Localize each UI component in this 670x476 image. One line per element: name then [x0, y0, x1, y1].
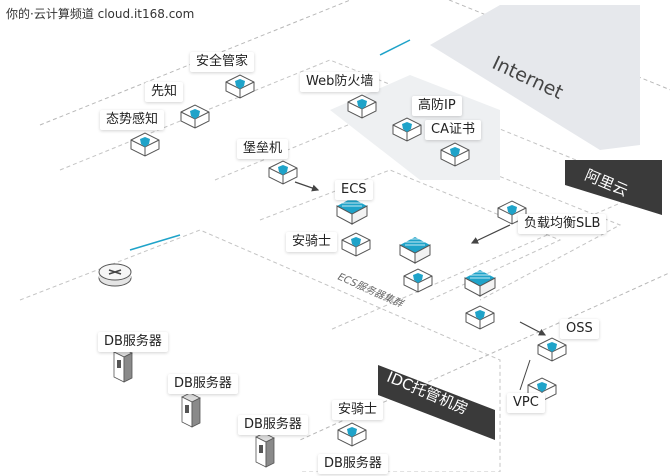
anqishi-cloud-label: 安骑士: [286, 232, 338, 252]
shield-icon: [347, 427, 357, 437]
shield-icon: [357, 99, 367, 109]
anqishi-idc-node: [337, 422, 367, 447]
db-server-2-label: DB服务器: [168, 374, 238, 394]
ecs-cluster-zone: [259, 169, 562, 301]
accent-line-1: [129, 234, 181, 251]
situation-awareness-label: 态势感知: [100, 110, 165, 130]
ecs-cluster-server-2: [464, 270, 496, 297]
shield-icon: [547, 342, 557, 352]
ca-cert-node: [440, 142, 470, 167]
anqishi-cloud-node: [341, 232, 371, 257]
shield-icon: [450, 147, 460, 157]
oss-vpc-line: [519, 359, 531, 391]
db-server-3-node: [255, 432, 275, 468]
ecs-node: [336, 198, 368, 225]
shield-icon: [190, 109, 200, 119]
db-server-1-label: DB服务器: [98, 332, 168, 352]
anqishi-idc-label: 安骑士: [332, 400, 384, 420]
db-server-icon: [259, 445, 263, 453]
anti-ddos-ip-label: 高防IP: [412, 96, 462, 116]
shield-icon: [351, 237, 361, 247]
shield-icon: [507, 205, 517, 215]
xianzhi-label: 先知: [145, 82, 184, 102]
oss-label: OSS: [560, 319, 599, 339]
shield-icon: [402, 122, 412, 132]
db-server-1-node: [113, 347, 133, 383]
vpc-label: VPC: [507, 393, 545, 413]
ecs-cluster-shield-1: [403, 268, 433, 293]
shield-icon: [413, 273, 423, 283]
watermark-text: 你的·云计算频道 cloud.it168.com: [6, 7, 195, 21]
ca-cert-label: CA证书: [425, 120, 481, 140]
ecs-cluster-server-1: [399, 237, 431, 264]
internet-panel: [430, 5, 640, 150]
ecs-cluster-shield-2: [465, 305, 495, 330]
db-server-icon: [117, 360, 121, 368]
oss-node: [537, 337, 567, 362]
security-manager-node: [225, 74, 255, 99]
slb-arrow: [470, 224, 511, 244]
shield-icon: [235, 79, 245, 89]
db-server-4-label: DB服务器: [318, 454, 388, 474]
db-server-3-label: DB服务器: [238, 415, 308, 435]
router-icon: [108, 269, 122, 275]
xianzhi-node: [180, 104, 210, 129]
shield-icon: [475, 310, 485, 320]
anti-ddos-ip-node: [392, 117, 422, 142]
idc-router-node: [98, 263, 132, 287]
aliyun-band: [565, 160, 662, 215]
bastion-ecs-arrow: [294, 181, 320, 192]
idc-band: [378, 365, 495, 440]
waf-node: [347, 94, 377, 119]
ecs-label: ECS: [335, 180, 373, 200]
shield-icon: [278, 165, 288, 175]
waf-label: Web防火墙: [300, 72, 380, 92]
cluster-oss-arrow: [519, 321, 547, 336]
bastion-label: 堡垒机: [237, 139, 289, 159]
db-server-icon: [185, 405, 189, 413]
situation-awareness-node: [130, 132, 160, 157]
security-manager-label: 安全管家: [190, 52, 255, 72]
accent-line-2: [379, 39, 411, 56]
idc-zone: [19, 229, 501, 473]
slb-label: 负载均衡SLB: [518, 214, 607, 234]
db-server-2-node: [181, 392, 201, 428]
shield-icon: [140, 137, 150, 147]
shield-icon: [537, 382, 547, 392]
bastion-node: [268, 160, 298, 185]
